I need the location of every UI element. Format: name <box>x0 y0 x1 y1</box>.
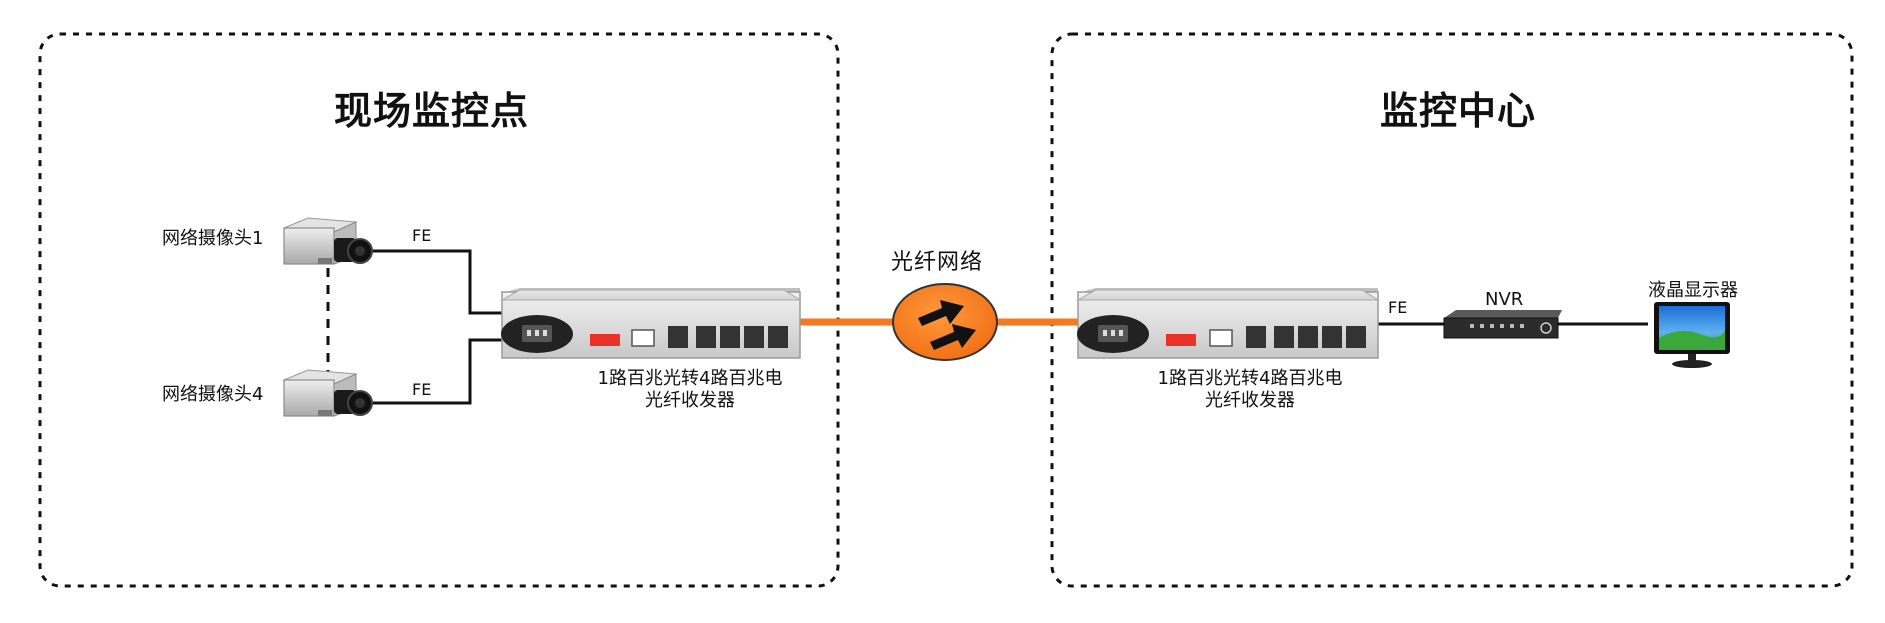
transceiver-right-label-line2: 光纤收发器 <box>1205 390 1295 411</box>
camera-1-label: 网络摄像头1 <box>162 228 264 249</box>
zone-site-box <box>38 32 840 588</box>
transceiver-left-label-line2: 光纤收发器 <box>645 390 735 411</box>
transceiver-left-label-line1: 1路百兆光转4路百兆电 <box>597 368 783 389</box>
transceiver-right-label: 1路百兆光转4路百兆电 光纤收发器 <box>1100 368 1400 412</box>
zone-center-box <box>1050 32 1854 588</box>
fe-label-cam1: FE <box>412 226 432 245</box>
fiber-network-label: 光纤网络 <box>891 250 984 275</box>
transceiver-right-label-line1: 1路百兆光转4路百兆电 <box>1157 368 1343 389</box>
monitor-label: 液晶显示器 <box>1648 280 1738 301</box>
lcd-monitor-icon <box>1654 302 1730 368</box>
camera-1-icon <box>283 217 373 265</box>
camera-4-label: 网络摄像头4 <box>162 384 264 405</box>
fe-label-nvr: FE <box>1388 298 1408 317</box>
cable-cam4-to-transceiver <box>372 338 502 405</box>
transceiver-right-icon <box>1076 288 1380 359</box>
fe-label-cam4: FE <box>412 380 432 399</box>
zone-center-title: 监控中心 <box>1380 89 1537 133</box>
transceiver-left-label: 1路百兆光转4路百兆电 光纤收发器 <box>540 368 840 412</box>
nvr-icon <box>1443 310 1562 339</box>
nvr-label: NVR <box>1485 289 1524 310</box>
cable-cam1-to-transceiver <box>372 249 502 315</box>
fiber-network-icon <box>892 283 998 361</box>
zone-site-title: 现场监控点 <box>334 89 530 133</box>
camera-4-icon <box>283 369 373 417</box>
transceiver-left-icon <box>500 288 802 359</box>
